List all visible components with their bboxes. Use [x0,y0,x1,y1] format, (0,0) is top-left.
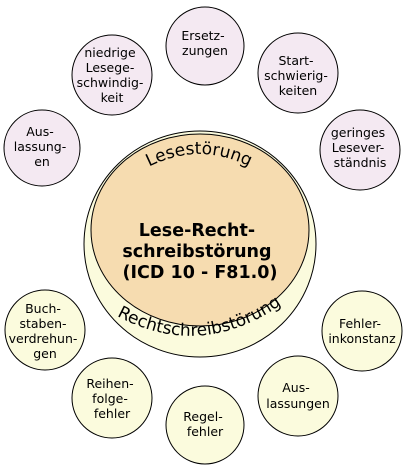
symptom-fehlerinkonstanz-line-1: Fehler- [339,316,381,331]
symptom-buchstaben-line-4: gen [33,346,57,361]
symptom-ersetzungen-line-2: zungen [182,43,228,58]
symptom-reihenfolgefehler-line-3: fehler [94,406,131,421]
center-title-line-2: schreibstörung [122,242,271,262]
symptom-regelfehler-line-2: fehler [187,424,224,439]
symptom-geringes-line-2: Lesever- [332,140,385,155]
svg-text:Start- schwierig-: Start- schwierig- keiten [264,53,332,98]
symptom-reihenfolgefehler-line-1: Reihen- [86,376,133,391]
symptom-ersetzungen-line-1: Ersetz- [181,28,224,43]
symptom-reihenfolgefehler: Reihen- folge- fehler [71,357,153,439]
svg-text:niedrige Lesege- s: niedrige Lesege- schwindig- keit [77,45,148,105]
symptom-buchstaben-line-1: Buch- [25,301,61,316]
symptom-regelfehler-line-1: Regel- [183,409,222,424]
symptom-niedrige-line-3: schwindig- [77,75,144,90]
symptom-startschwierigkeiten-line-1: Start- [278,53,313,68]
symptom-auslassungen-lese-line-1: Aus- [26,124,54,139]
center-title-line-1: Lese-Recht- [139,221,255,241]
symptom-buchstaben-line-3: verdrehun- [9,331,78,346]
symptom-geringes-leseverstaendnis: geringes Lesever- ständnis [319,109,401,191]
symptom-ersetzungen: Ersetz- zungen [165,6,245,86]
symptom-auslassungen-recht-line-2: lassungen [266,396,330,411]
symptom-reihenfolgefehler-line-2: folge- [92,391,128,406]
svg-text:geringes Lesever-: geringes Lesever- ständnis [331,125,389,170]
symptom-geringes-line-1: geringes [331,125,385,140]
svg-text:Fehler- inkonstanz: Fehler- inkonstanz [328,316,396,346]
symptom-geringes-line-3: ständnis [334,155,387,170]
symptom-buchstabenverdrehungen: Buch- staben- verdrehun- gen [4,289,86,371]
symptom-auslassungen-recht-line-1: Aus- [282,380,310,395]
symptom-niedrige-line-4: keit [101,90,124,105]
central-disorder-group: Lesestörung Rechtschreibstörung Lese-Rec… [83,130,317,358]
symptom-startschwierigkeiten-line-2: schwierig- [264,68,328,83]
symptom-auslassungen-recht: Aus- lassungen [257,355,339,437]
symptom-niedrige-line-1: niedrige [84,45,136,60]
symptom-auslassungen-lese: Aus- lassung- en [3,109,81,187]
lesestoerung-circle [90,133,310,327]
svg-text:Regel- fehler: Regel- fehler [183,409,226,439]
svg-text:Aus- lassung- en: Aus- lassung- en [14,124,70,169]
svg-text:Aus- lassungen: Aus- lassungen [266,380,330,411]
symptom-buchstaben-line-2: staben- [19,316,66,331]
symptom-startschwierigkeiten-line-3: keiten [279,83,317,98]
svg-text:Ersetz- zungen: Ersetz- zungen [181,28,228,58]
symptom-auslassungen-lese-line-3: en [34,154,50,169]
symptom-regelfehler: Regel- fehler [165,385,245,465]
symptom-niedrige-line-2: Lesege- [86,60,135,75]
symptom-fehlerinkonstanz-line-2: inkonstanz [328,331,396,346]
symptom-niedrige-lesegeschwindigkeit: niedrige Lesege- schwindig- keit [71,34,153,116]
svg-text:Buch- staben- verd: Buch- staben- verdrehun- gen [9,301,82,361]
center-title-line-3: (ICD 10 - F81.0) [123,263,278,283]
symptom-auslassungen-lese-line-2: lassung- [14,139,66,154]
symptom-fehlerinkonstanz: Fehler- inkonstanz [321,290,403,372]
svg-text:Reihen- folge- feh: Reihen- folge- fehler [86,376,137,421]
center-title: Lese-Recht- schreibstörung (ICD 10 - F81… [122,221,277,283]
symptom-startschwierigkeiten: Start- schwierig- keiten [257,32,339,114]
